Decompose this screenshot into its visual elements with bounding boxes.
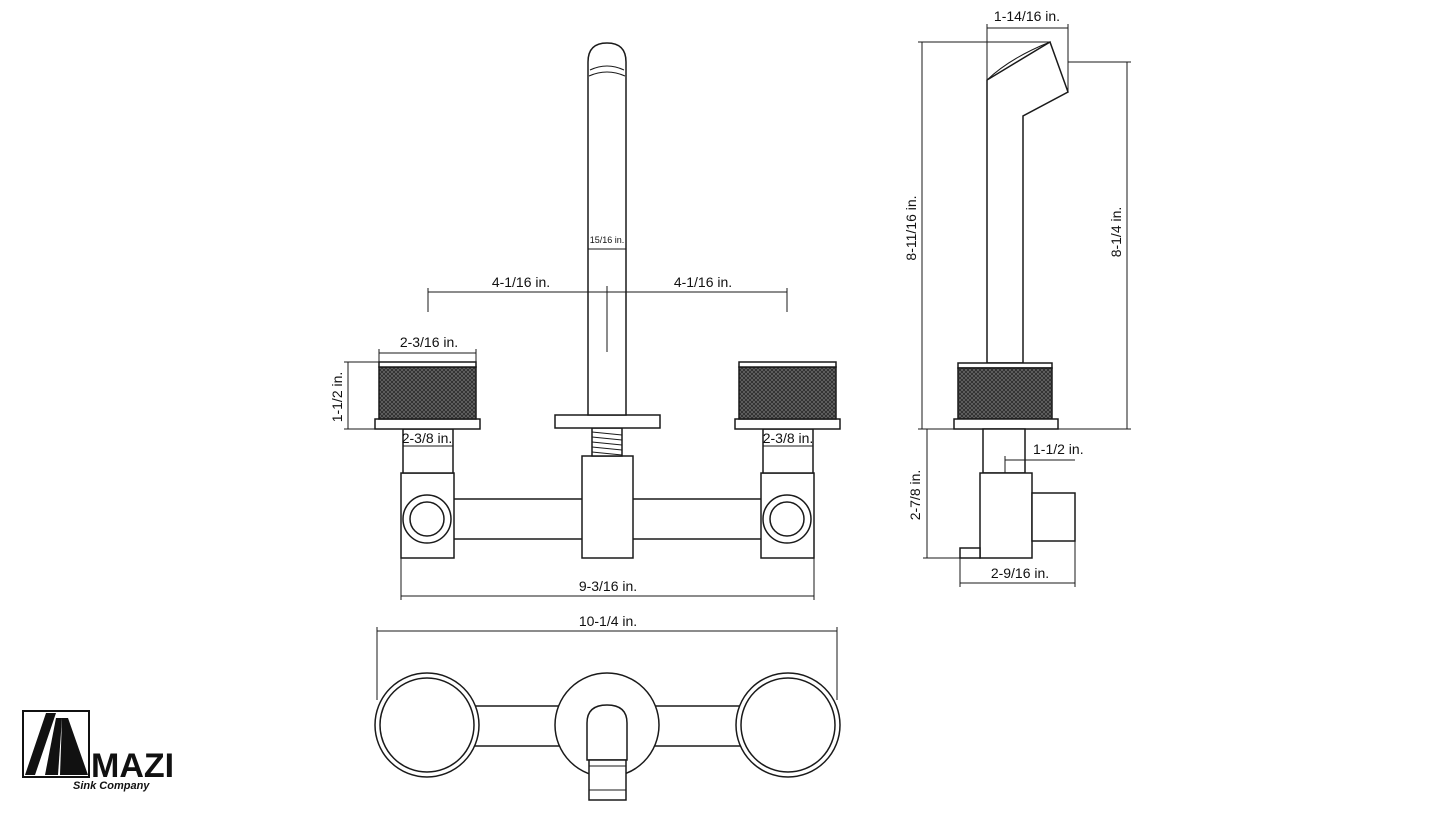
logo-tagline: Sink Company [73,780,150,792]
center-flange [554,414,661,429]
dim-rough-in-height: 2-7/8 in. [907,470,923,521]
top-view [374,672,841,801]
side-valve-outlet [1031,492,1076,542]
dim-handle-width: 2-3/16 in. [400,334,458,350]
dim-center-to-right: 4-1/16 in. [674,274,732,290]
left-valve-port-inner [409,501,445,537]
dim-overall-height: 8-11/16 in. [903,195,919,260]
dim-spout-reach: 1-14/16 in. [994,8,1060,24]
dim-right-flange: 2-3/8 in. [763,430,814,446]
top-right-handle-inner [740,677,836,773]
dim-spout-dia: 15/16 in. [590,235,625,245]
dim-spout-height: 8-1/4 in. [1108,207,1124,258]
side-spout-curve [986,41,1051,81]
thread-lines [591,431,623,456]
left-handle-stem [402,428,454,474]
right-handle-stem [762,428,814,474]
dim-rough-in-depth: 2-9/16 in. [991,565,1049,581]
center-valve-block [581,455,634,559]
side-handle-knurl [957,367,1053,420]
front-spout [587,42,627,416]
right-valve-port-inner [769,501,805,537]
spout-tip-band [589,65,625,71]
dim-body-depth: 1-1/2 in. [1033,441,1084,457]
right-handle-flange [734,418,841,430]
side-stem [982,428,1026,474]
dim-left-flange: 2-3/8 in. [402,430,453,446]
side-mount-plate [959,547,981,559]
logo-brand: MAZI [91,747,174,785]
top-spout-bend [586,704,628,761]
side-view [953,40,1076,559]
dim-overall-width: 10-1/4 in. [579,613,637,629]
right-handle-knurl [738,366,837,420]
top-left-handle-inner [379,677,475,773]
side-dimensions: 1-14/16 in. 8-11/16 in. 8-1/4 in. 1-1/2 … [903,8,1131,587]
left-handle-knurl [378,366,477,420]
left-handle-flange [374,418,481,430]
right-handle-cap [738,361,837,368]
dim-handle-height: 1-1/2 in. [329,372,345,423]
front-dimensions: 15/16 in. 4-1/16 in. 4-1/16 in. 2-3/16 i… [329,235,838,700]
side-valve-body [979,472,1033,559]
front-view [374,42,841,559]
dim-valve-span: 9-3/16 in. [579,578,637,594]
side-spout [986,40,1069,364]
mazi-logo: MAZI Sink Company [22,710,174,792]
triangle-logo-icon [22,710,90,778]
top-spout-tip [588,759,627,801]
spout-tip-band-2 [588,71,626,77]
side-handle-flange [953,418,1059,430]
left-handle-cap [378,361,477,368]
dim-left-to-center: 4-1/16 in. [492,274,550,290]
